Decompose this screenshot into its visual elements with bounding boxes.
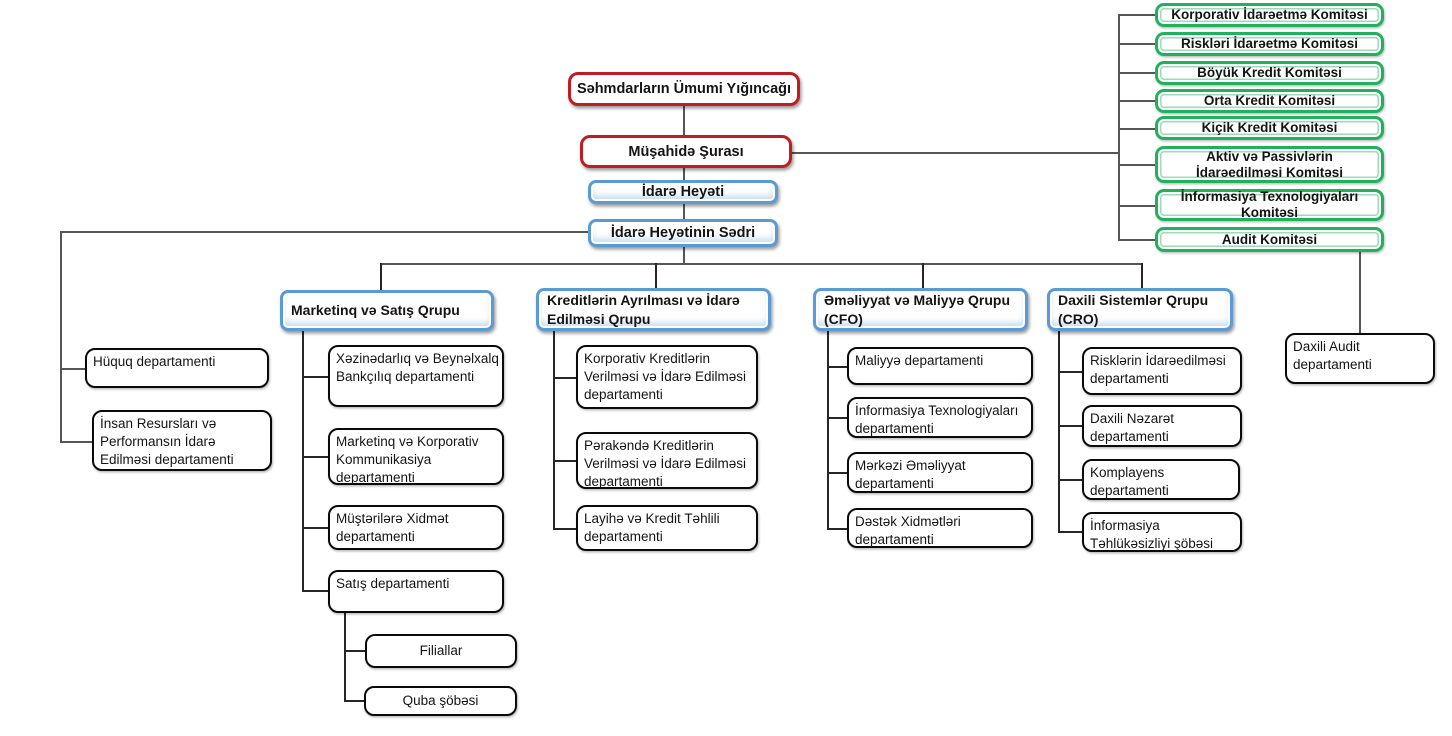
node-general-meeting: Səhmdarların Ümumi Yığıncağı — [568, 72, 800, 106]
connector — [827, 528, 847, 530]
connector — [683, 246, 685, 264]
connector — [380, 263, 1142, 265]
group-credits: Kreditlərin Ayrılması və İdarə Edilməsi … — [536, 288, 771, 331]
connector — [683, 202, 685, 220]
connector — [1058, 425, 1082, 427]
connector — [683, 105, 685, 136]
connector — [1118, 100, 1155, 102]
committee-alco: Aktiv və Passivlərin İdarəedilməsi Komit… — [1155, 146, 1384, 183]
connector — [344, 700, 365, 702]
node-management-board: İdarə Heyəti — [588, 180, 778, 204]
dept-quba-branch: Quba şöbəsi — [364, 686, 517, 716]
connector — [827, 366, 847, 368]
committee-risk-management: Riskləri İdarəetmə Komitəsi — [1155, 32, 1384, 56]
connector — [1118, 128, 1155, 130]
connector — [827, 472, 847, 474]
group-marketing-sales: Marketinq və Satış Qrupu — [280, 290, 494, 331]
dept-internal-audit: Daxili Audit departamenti — [1285, 333, 1435, 384]
connector — [302, 590, 328, 592]
dept-internal-control: Daxili Nəzarət departamenti — [1082, 405, 1242, 447]
connector — [1359, 252, 1361, 333]
dept-sales: Satış departamenti — [328, 570, 504, 613]
connector — [1118, 164, 1155, 166]
dept-hr-performance: İnsan Resursları və Performansın İdarə E… — [92, 410, 272, 471]
committee-audit: Audit Komitəsi — [1155, 227, 1384, 252]
connector — [1118, 72, 1155, 74]
connector — [1058, 371, 1082, 373]
dept-corporate-credits: Korporativ Kreditlərin Verilməsi və İdar… — [576, 345, 758, 409]
dept-support-services: Dəstək Xidmətləri departamenti — [847, 508, 1033, 548]
connector — [302, 527, 328, 529]
dept-central-operations: Mərkəzi Əməliyyat departamenti — [847, 452, 1033, 493]
connector — [1058, 479, 1082, 481]
connector — [683, 167, 685, 181]
connector — [302, 456, 328, 458]
connector — [1118, 14, 1120, 240]
connector — [553, 331, 555, 528]
connector — [1118, 239, 1155, 241]
dept-retail-credits: Pərakəndə Kreditlərin Verilməsi və İdarə… — [576, 432, 758, 489]
group-internal-systems: Daxili Sistemlər Qrupu (CRO) — [1047, 288, 1233, 331]
dept-finance: Maliyyə departamenti — [847, 347, 1033, 385]
connector — [60, 231, 588, 233]
connector — [792, 152, 1118, 154]
connector — [655, 263, 657, 289]
dept-customer-service: Müştərilərə Xidmət departamenti — [328, 505, 504, 550]
connector — [380, 263, 382, 290]
node-supervisory-board: Müşahidə Şurası — [580, 135, 792, 168]
connector — [922, 263, 924, 289]
dept-treasury-intl-banking: Xəzinədarlıq və Beynəlxalq Bankçılıq dep… — [328, 345, 504, 407]
connector — [1058, 531, 1082, 533]
connector — [1118, 43, 1155, 45]
node-chairman: İdarə Heyətinin Sədri — [588, 219, 778, 247]
connector — [60, 368, 85, 370]
connector — [1058, 331, 1060, 531]
connector — [553, 460, 576, 462]
connector — [1141, 263, 1143, 289]
dept-legal: Hüquq departamenti — [85, 348, 269, 388]
connector — [1118, 205, 1155, 207]
connector — [553, 377, 576, 379]
committee-corporate-governance: Korporativ İdarəetmə Komitəsi — [1155, 3, 1384, 27]
dept-it: İnformasiya Texnologiyaları departamenti — [847, 397, 1033, 438]
committee-medium-credit: Orta Kredit Komitəsi — [1155, 89, 1384, 113]
connector — [302, 331, 304, 591]
connector — [827, 417, 847, 419]
committee-it: İnformasiya Texnologiyaları Komitəsi — [1155, 189, 1384, 221]
dept-marketing-communication: Marketinq və Korporativ Kommunikasiya de… — [328, 428, 504, 485]
connector — [1118, 14, 1155, 16]
dept-information-security: İnformasiya Təhlükəsizliyi şöbəsi — [1082, 512, 1242, 552]
connector — [60, 231, 62, 442]
committee-large-credit: Böyük Kredit Komitəsi — [1155, 61, 1384, 85]
connector — [344, 650, 365, 652]
connector — [302, 376, 328, 378]
connector — [827, 331, 829, 528]
group-operations-finance: Əməliyyat və Maliyyə Qrupu (CFO) — [813, 288, 1028, 331]
committee-small-credit: Kiçik Kredit Komitəsi — [1155, 116, 1384, 140]
connector — [344, 613, 346, 701]
connector — [60, 441, 92, 443]
connector — [553, 528, 576, 530]
dept-risk-management: Risklərin İdarəedilməsi departamenti — [1082, 347, 1242, 395]
dept-project-credit-analysis: Layihə və Kredit Təhlili departamenti — [576, 505, 758, 551]
dept-compliance: Komplayens departamenti — [1082, 459, 1240, 500]
dept-branches: Filiallar — [365, 634, 517, 668]
